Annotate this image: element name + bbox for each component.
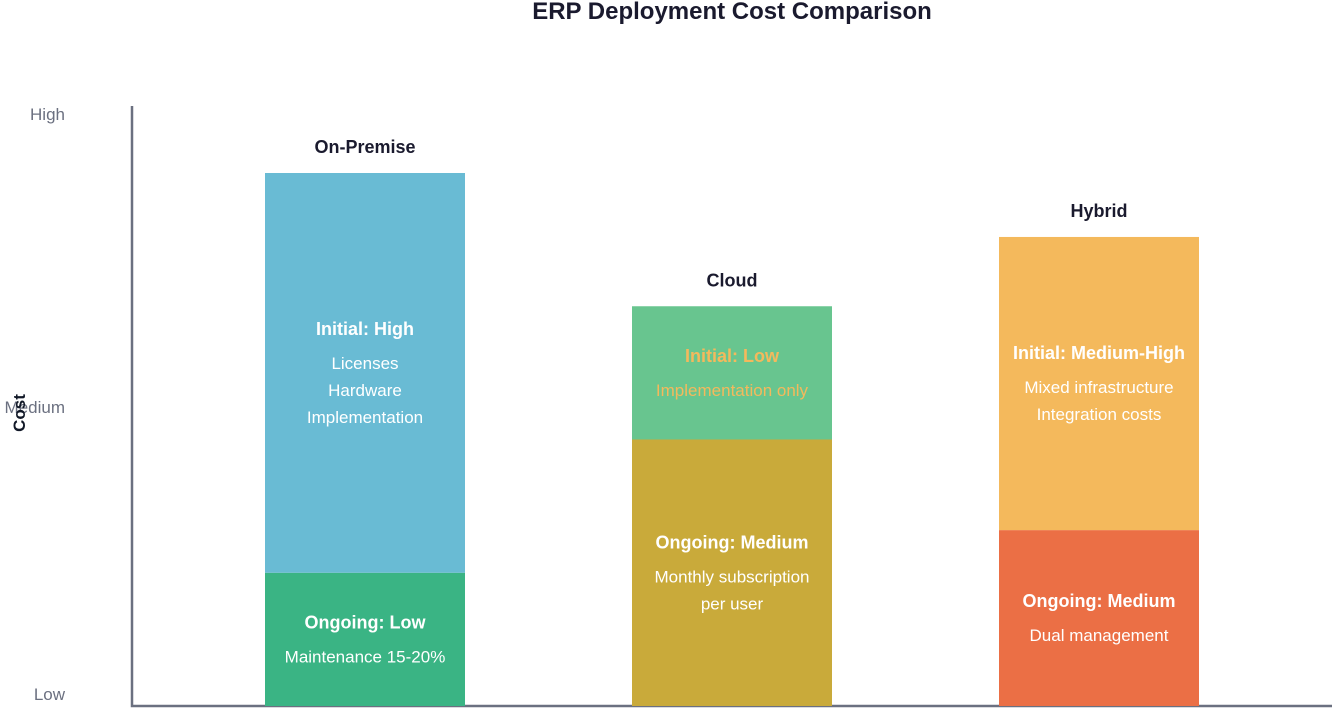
hybrid-initial-title: Initial: Medium-High	[1013, 343, 1185, 363]
y-tick-high: High	[30, 105, 65, 124]
on-premise-initial-detail-1: Licenses	[331, 354, 398, 373]
cloud-ongoing-title: Ongoing: Medium	[656, 532, 809, 552]
hybrid-initial-segment	[999, 236, 1199, 531]
hybrid-initial-detail-1: Mixed infrastructure	[1024, 378, 1173, 397]
on-premise-initial-segment	[265, 173, 465, 573]
on-premise-ongoing-segment	[265, 572, 465, 706]
hybrid-ongoing-detail-1: Dual management	[1030, 626, 1169, 645]
on-premise-initial-title: Initial: High	[316, 319, 414, 339]
chart-title: ERP Deployment Cost Comparison	[532, 0, 932, 25]
cloud-ongoing-detail-2: per user	[701, 594, 764, 613]
on-premise-ongoing-title: Ongoing: Low	[305, 612, 427, 632]
cloud-ongoing-segment	[632, 439, 832, 706]
on-premise-initial-detail-2: Hardware	[328, 381, 402, 400]
on-premise-ongoing-detail-1: Maintenance 15-20%	[285, 647, 446, 666]
hybrid-initial-detail-2: Integration costs	[1037, 405, 1162, 424]
category-label-hybrid: Hybrid	[1070, 201, 1127, 221]
y-tick-medium: Medium	[5, 398, 65, 417]
y-axis-label: Cost	[10, 394, 29, 432]
hybrid-ongoing-title: Ongoing: Medium	[1023, 591, 1176, 611]
cloud-initial-title: Initial: Low	[685, 346, 780, 366]
chart-axes	[130, 106, 1332, 708]
y-tick-low: Low	[34, 685, 66, 704]
on-premise-initial-detail-3: Implementation	[307, 408, 423, 427]
category-label-on-premise: On-Premise	[314, 137, 415, 157]
hybrid-ongoing-segment	[999, 530, 1199, 706]
category-label-cloud: Cloud	[707, 270, 758, 290]
cloud-ongoing-detail-1: Monthly subscription	[655, 567, 810, 586]
cloud-initial-detail-1: Implementation only	[656, 381, 809, 400]
cloud-initial-segment	[632, 306, 832, 440]
